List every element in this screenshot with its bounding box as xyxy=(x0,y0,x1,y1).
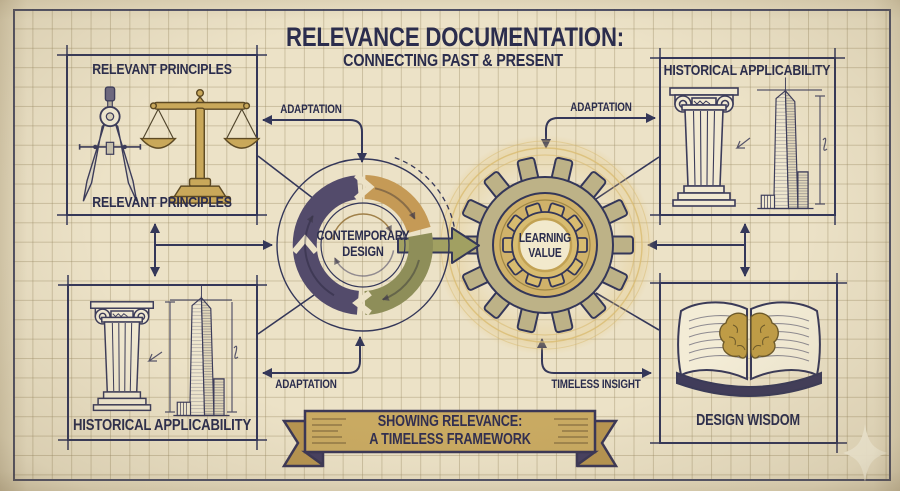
learning-value-gear xyxy=(435,135,655,355)
gear-line1: LEARNING xyxy=(518,231,572,245)
box-historical-applicability-top xyxy=(659,57,836,216)
sparkle-icon xyxy=(843,424,887,482)
subtitle: CONNECTING PAST & PRESENT xyxy=(343,50,563,70)
banner-line2: A TIMELESS FRAMEWORK xyxy=(369,431,531,448)
label-learning-value: LEARNING VALUE xyxy=(519,231,571,261)
drafting-compass-icon xyxy=(78,86,142,203)
label-design-wisdom: DESIGN WISDOM xyxy=(696,412,800,429)
label-timeless-insight: TIMELESS INSIGHT xyxy=(551,377,641,391)
box-design-wisdom xyxy=(659,282,838,444)
label-adaptation-top-right: ADAPTATION xyxy=(570,100,632,114)
arrow-adaptation-top-right xyxy=(541,113,656,149)
main-title: RELEVANCE DOCUMENTATION: xyxy=(286,22,624,52)
skyscraper-icon-bottom xyxy=(172,283,231,417)
cycle-segment-orange xyxy=(364,175,431,234)
transfer-arrow xyxy=(397,227,480,264)
cycle-segment-olive xyxy=(364,232,433,315)
balance-scale-icon xyxy=(140,88,260,204)
banner-ribbon xyxy=(281,409,619,468)
box-historical-applicability-bottom xyxy=(67,284,258,441)
skyscraper-icon-top xyxy=(756,76,815,210)
banner-band xyxy=(303,409,597,454)
box-relevant-principles xyxy=(66,54,258,216)
label-relevant-principles-bottom: RELEVANT PRINCIPLES xyxy=(92,194,232,211)
diagonal-top-left xyxy=(257,155,315,200)
label-relevant-principles-top: RELEVANT PRINCIPLES xyxy=(92,61,232,78)
label-adaptation-bottom-left: ADAPTATION xyxy=(275,377,337,391)
dimension-marks xyxy=(147,89,828,413)
outer-border xyxy=(13,9,891,481)
connector-lines xyxy=(150,113,750,378)
draft-corner-ticks xyxy=(57,45,847,453)
corner-boxes xyxy=(57,45,847,453)
ionic-column-icon-bottom xyxy=(89,301,155,412)
label-contemporary-design: CONTEMPORARY DESIGN xyxy=(317,228,410,260)
banner-line1: SHOWING RELEVANCE: xyxy=(377,413,523,430)
label-adaptation-top-left: ADAPTATION xyxy=(280,102,342,116)
gear-line2: VALUE xyxy=(528,246,562,260)
arrow-adaptation-bottom-left xyxy=(262,336,365,378)
cycle-line2: DESIGN xyxy=(342,244,384,259)
contemporary-design-cycle xyxy=(276,156,456,332)
cycle-segment-slate xyxy=(292,175,360,315)
open-book-brain-icon xyxy=(676,301,822,397)
label-historical-applicability-bottom: HISTORICAL APPLICABILITY xyxy=(72,417,252,434)
arrow-adaptation-top-left xyxy=(262,115,367,163)
diagonal-bottom-left xyxy=(257,294,315,335)
label-historical-applicability-top: HISTORICAL APPLICABILITY xyxy=(663,62,831,79)
arrow-timeless-insight xyxy=(537,338,652,378)
label-banner: SHOWING RELEVANCE: A TIMELESS FRAMEWORK xyxy=(369,413,531,449)
ionic-column-icon-top xyxy=(669,87,739,207)
cycle-line1: CONTEMPORARY xyxy=(316,228,410,243)
